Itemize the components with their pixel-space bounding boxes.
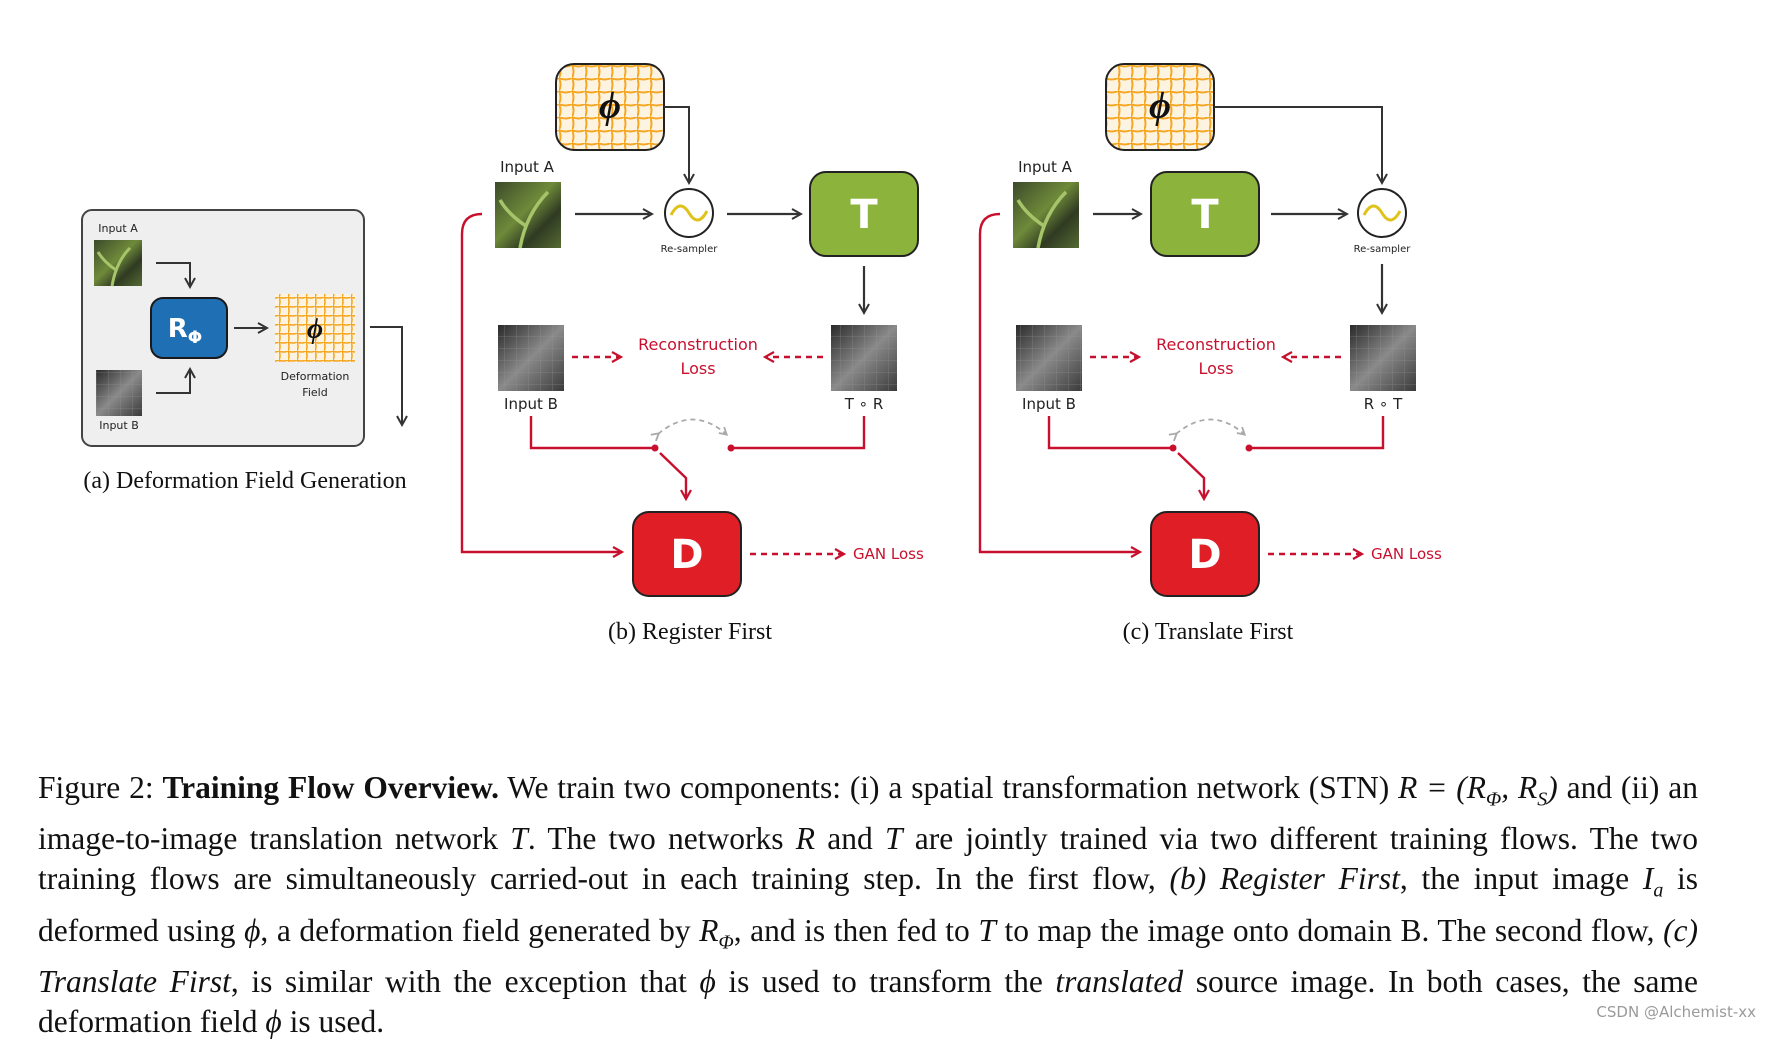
panel-c-switch-right-wire xyxy=(1249,416,1385,450)
panel-b-d-box xyxy=(632,511,742,597)
caption-text: and (ii) an image-to-image translation n… xyxy=(38,770,1699,857)
panel-c: ϕ Input A T Re-sampler Input B R ∘ T Rec… xyxy=(978,63,1442,645)
watermark: CSDN @Alchemist-xx xyxy=(1596,1003,1756,1021)
panel-b-phi-symbol: ϕ xyxy=(599,85,621,127)
panel-c-output-label: R ∘ T xyxy=(1364,395,1403,413)
panel-c-resampler xyxy=(1357,188,1407,238)
panel-b-resampler-label: Re-sampler xyxy=(661,244,719,255)
panel-a-output-arrow xyxy=(370,326,402,424)
panel-b-recon-loss-label-2: Loss xyxy=(680,359,715,378)
figure-diagram: Input A Input B RΦ ϕ Deformation Field (… xyxy=(81,63,1442,645)
panel-b-phi-to-resampler-arrow xyxy=(664,106,689,182)
caption-emphasis: (b) Register First xyxy=(1169,861,1400,897)
panel-a-input-b-label: Input B xyxy=(99,419,139,432)
panel-c-recon-loss-label-1: Reconstruction xyxy=(1156,335,1276,354)
panel-c-resampler-label: Re-sampler xyxy=(1354,244,1412,255)
panel-c-switch-right-node xyxy=(1245,444,1253,452)
caption-math: ϕ xyxy=(244,912,261,948)
panel-b-switch-left-node xyxy=(651,444,659,452)
panel-c-switch-left-wire xyxy=(1047,416,1173,450)
panel-a-phi-symbol: ϕ xyxy=(307,314,323,345)
panel-c-caption: (c) Translate First xyxy=(1123,619,1294,645)
caption-math: T xyxy=(884,821,903,857)
panel-c-input-b-image xyxy=(1016,325,1082,391)
panel-a-deformation-label-1: Deformation xyxy=(281,370,350,383)
panel-c-recon-loss-label-2: Loss xyxy=(1198,359,1233,378)
caption-text: , is similar with the exception that xyxy=(230,963,687,999)
caption-text: , and is then fed to xyxy=(733,912,970,948)
panel-a-caption: (a) Deformation Field Generation xyxy=(83,468,406,494)
caption-math: Ia xyxy=(1642,861,1664,902)
panel-c-switch-left-node xyxy=(1169,444,1177,452)
panel-c-input-a-image xyxy=(1013,182,1079,249)
panel-b: ϕ Input A Re-sampler T Input B T ∘ R Rec… xyxy=(460,63,924,645)
caption-text: and xyxy=(827,821,873,857)
caption-math: RΦ xyxy=(699,912,734,953)
caption-emphasis: translated xyxy=(1055,963,1184,999)
panel-b-t-box xyxy=(809,171,919,257)
panel-a-input-b-image xyxy=(96,370,142,416)
panel-b-switch-right-node xyxy=(727,444,735,452)
r-phi-box xyxy=(150,297,228,359)
caption-text: to map the image onto domain B. The seco… xyxy=(1004,912,1655,948)
panel-c-input-a-to-d-arrow xyxy=(978,212,1139,552)
panel-b-output-label: T ∘ R xyxy=(844,395,884,413)
panel-b-switch-lever xyxy=(659,452,686,498)
r-phi-label: RΦ xyxy=(168,314,202,348)
panel-a-deformation-label-2: Field xyxy=(302,386,327,399)
panel-b-resampler xyxy=(664,188,714,238)
panel-b-input-a-image xyxy=(495,182,561,249)
panel-c-input-a-label: Input A xyxy=(1018,158,1073,176)
panel-b-switch-right-wire xyxy=(731,416,866,450)
caption-text: are jointly trained via two different tr… xyxy=(38,821,1699,897)
panel-a-arrow-a-to-r xyxy=(156,262,190,286)
panel-b-output-image xyxy=(831,325,897,391)
panel-a-input-a-image xyxy=(94,240,142,287)
caption-text: , a deformation field generated by xyxy=(260,912,691,948)
panel-b-input-a-to-d-arrow xyxy=(460,212,621,552)
panel-a-deformation-field xyxy=(275,294,355,362)
caption-title: Training Flow Overview. xyxy=(162,770,499,805)
panel-c-t-label: T xyxy=(1191,192,1219,238)
caption-math: ϕ xyxy=(265,1003,282,1039)
figure-caption: Figure 2: Training Flow Overview. We tra… xyxy=(38,768,1698,1042)
caption-emphasis: (c) Translate First xyxy=(38,912,1699,999)
panel-b-input-b-image xyxy=(498,325,564,391)
panel-b-caption: (b) Register First xyxy=(608,619,772,645)
panel-b-d-label: D xyxy=(670,532,703,578)
panel-b-input-b-label: Input B xyxy=(504,395,558,413)
panel-c-phi-to-resampler-arrow xyxy=(1214,106,1382,182)
caption-math: R xyxy=(795,821,815,857)
caption-text: , the input image xyxy=(1399,861,1630,897)
caption-text: We train two components: (i) a spatial t… xyxy=(507,770,1390,805)
panel-c-switch-lever xyxy=(1177,452,1204,498)
panel-b-input-a-label: Input A xyxy=(500,158,555,176)
panel-c-output-image xyxy=(1350,325,1416,391)
caption-text: is used. xyxy=(289,1003,385,1039)
panel-c-d-label: D xyxy=(1188,532,1221,578)
panel-c-d-box xyxy=(1150,511,1260,597)
panel-a: Input A Input B RΦ ϕ Deformation Field (… xyxy=(81,209,407,494)
caption-math: ϕ xyxy=(699,963,716,999)
caption-label: Figure 2: xyxy=(38,770,154,805)
caption-text: is used to transform the xyxy=(728,963,1043,999)
panel-c-gan-loss-label: GAN Loss xyxy=(1371,545,1442,563)
panel-b-t-label: T xyxy=(850,192,878,238)
panel-a-arrow-b-to-r xyxy=(156,370,190,394)
caption-math: T xyxy=(510,821,528,857)
panel-b-switch-toggle-indicator xyxy=(650,418,729,442)
panel-a-input-a-label: Input A xyxy=(98,222,138,235)
panel-b-switch-left-wire xyxy=(529,416,655,450)
panel-c-phi-symbol: ϕ xyxy=(1149,85,1171,127)
caption-math: T xyxy=(978,912,996,948)
panel-c-t-box xyxy=(1150,171,1260,257)
panel-c-switch-toggle-indicator xyxy=(1168,418,1247,442)
caption-text: is deformed using xyxy=(38,861,1699,948)
panel-b-gan-loss-label: GAN Loss xyxy=(853,545,924,563)
panel-c-input-b-label: Input B xyxy=(1022,395,1076,413)
caption-text: . The two networks xyxy=(527,821,784,857)
caption-math: R = (RΦ, RS) xyxy=(1398,770,1558,811)
panel-b-recon-loss-label-1: Reconstruction xyxy=(638,335,758,354)
